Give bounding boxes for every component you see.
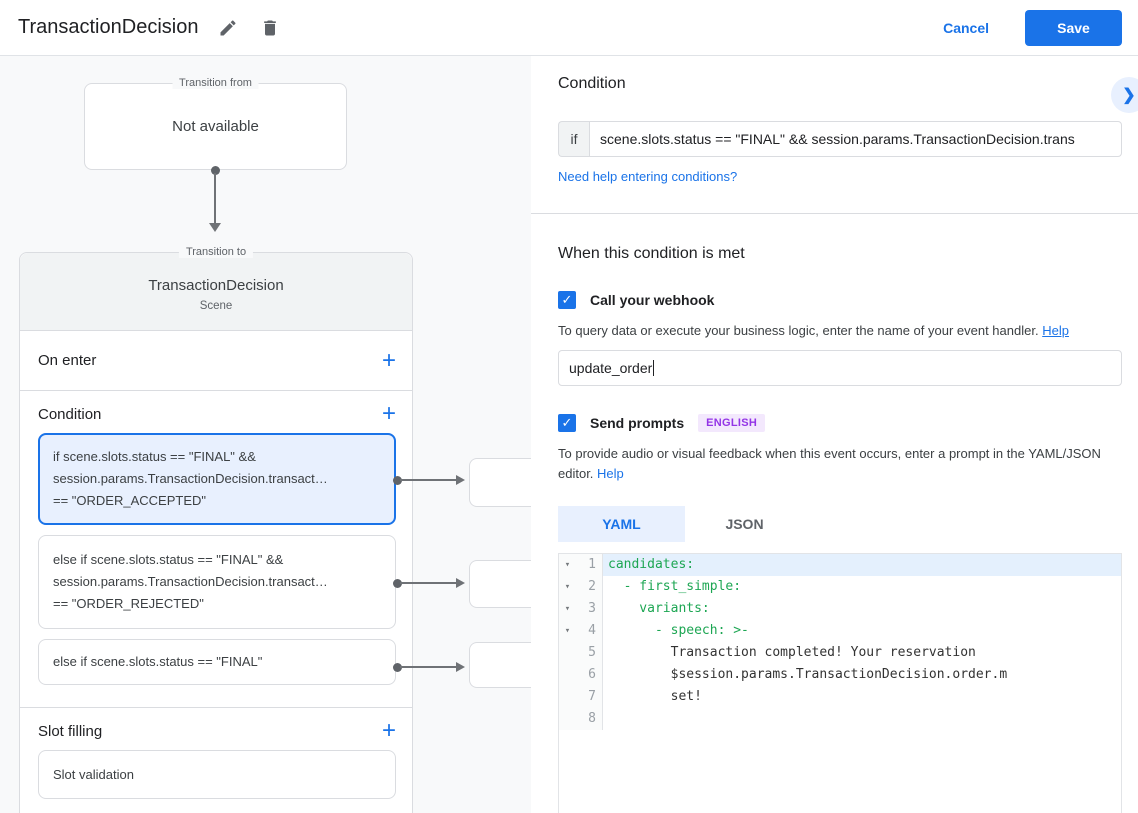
- save-button[interactable]: Save: [1025, 9, 1122, 46]
- transition-from-label: Transition from: [172, 77, 259, 89]
- condition-card-accepted[interactable]: if scene.slots.status == "FINAL" && sess…: [38, 433, 396, 525]
- if-prefix-chip: if: [558, 121, 589, 157]
- collapse-panel-button[interactable]: ❯: [1111, 77, 1138, 113]
- add-slot-button[interactable]: +: [381, 717, 396, 744]
- webhook-label: Call your webhook: [590, 292, 715, 308]
- tab-json[interactable]: JSON: [725, 516, 764, 532]
- code-line: 6 $session.params.TransactionDecision.or…: [559, 664, 1121, 686]
- connector-dot: [393, 663, 402, 672]
- transition-from-content: Not available: [172, 118, 259, 135]
- arrow-right-icon: [456, 475, 465, 485]
- on-enter-section: On enter +: [20, 331, 412, 391]
- slot-card-label: Slot validation: [53, 767, 134, 782]
- chevron-right-icon: ❯: [1122, 87, 1136, 104]
- condition-edit-panel: Condition ❯ if scene.slots.status == "FI…: [531, 56, 1138, 813]
- condition-line: session.params.TransactionDecision.trans…: [53, 471, 328, 486]
- condition-section: Condition + if scene.slots.status == "FI…: [20, 391, 412, 708]
- add-on-enter-button[interactable]: +: [381, 346, 396, 374]
- condition-line: if scene.slots.status == "FINAL" &&: [53, 449, 256, 464]
- on-enter-title: On enter: [38, 352, 97, 369]
- language-badge: ENGLISH: [698, 414, 766, 432]
- condition-line: == "ORDER_REJECTED": [53, 596, 204, 611]
- code-line: 7 set!: [559, 686, 1121, 708]
- text-cursor: [653, 360, 655, 376]
- trash-icon: [264, 20, 277, 35]
- arrow-right-icon: [456, 662, 465, 672]
- transition-from-box: Transition from Not available: [84, 77, 347, 170]
- panel-condition-title: Condition: [558, 75, 626, 92]
- prompts-checkbox[interactable]: ✓: [558, 414, 576, 432]
- connector-line: [400, 479, 456, 481]
- section-divider: [531, 213, 1138, 214]
- prompts-label: Send prompts: [590, 415, 685, 431]
- add-condition-button[interactable]: +: [381, 400, 396, 427]
- condition-line: else if scene.slots.status == "FINAL" &&: [53, 552, 284, 567]
- condition-line: == "ORDER_ACCEPTED": [53, 493, 206, 508]
- connector-dot: [393, 476, 402, 485]
- prompts-checkbox-row: ✓ Send prompts ENGLISH: [558, 414, 1122, 432]
- connector-line: [400, 666, 456, 668]
- code-line: ▾ 3 variants:: [559, 598, 1121, 620]
- slot-filling-section: Slot filling + Slot validation: [20, 708, 412, 799]
- fold-arrow-icon[interactable]: ▾: [559, 620, 576, 642]
- transition-target-box[interactable]: [469, 458, 531, 507]
- when-met-title: When this condition is met: [558, 245, 745, 262]
- edit-title-button[interactable]: [216, 16, 240, 40]
- condition-title: Condition: [38, 405, 102, 423]
- scene-name: TransactionDecision: [148, 277, 284, 294]
- fold-arrow-icon[interactable]: ▾: [559, 598, 576, 620]
- page-title: TransactionDecision: [18, 16, 199, 38]
- webhook-checkbox[interactable]: ✓: [558, 291, 576, 309]
- top-bar: TransactionDecision Cancel Save: [0, 0, 1138, 56]
- transition-target-box[interactable]: [469, 560, 531, 608]
- slot-validation-card[interactable]: Slot validation: [38, 750, 396, 799]
- webhook-checkbox-row: ✓ Call your webhook: [558, 291, 1122, 309]
- prompts-help-link[interactable]: Help: [597, 466, 624, 481]
- pencil-icon: [220, 19, 236, 35]
- tab-yaml[interactable]: YAML: [558, 506, 685, 542]
- arrow-down-icon: [209, 223, 221, 232]
- connector-line: [400, 582, 456, 584]
- scene-header: TransactionDecision Scene: [20, 253, 412, 331]
- connector-dot: [211, 166, 220, 175]
- webhook-description: To query data or execute your business l…: [558, 323, 1069, 338]
- code-line: ▾ 1 candidates:: [559, 554, 1121, 576]
- condition-expression-input[interactable]: scene.slots.status == "FINAL" && session…: [589, 121, 1122, 157]
- fold-arrow-icon[interactable]: ▾: [559, 554, 576, 576]
- yaml-code-editor[interactable]: ▾ 1 candidates: ▾ 2 - first_simple: ▾ 3 …: [558, 553, 1122, 813]
- code-line: ▾ 2 - first_simple:: [559, 576, 1121, 598]
- webhook-help-link[interactable]: Help: [1042, 323, 1069, 338]
- connector-line: [214, 173, 216, 224]
- transition-target-box[interactable]: [469, 642, 531, 688]
- cancel-button[interactable]: Cancel: [943, 19, 989, 36]
- condition-help-link[interactable]: Need help entering conditions?: [558, 169, 738, 184]
- code-line: ▾ 4 - speech: >-: [559, 620, 1121, 642]
- fold-arrow-icon[interactable]: ▾: [559, 576, 576, 598]
- code-line: 5 Transaction completed! Your reservatio…: [559, 642, 1121, 664]
- event-handler-input[interactable]: update_order: [558, 350, 1122, 386]
- prompts-description: To provide audio or visual feedback when…: [558, 446, 1101, 481]
- code-line: 8: [559, 708, 1121, 730]
- editor-tabs: YAML JSON: [558, 506, 1122, 542]
- scene-diagram-canvas: Transition from Not available Transition…: [0, 56, 531, 813]
- scene-type: Scene: [199, 300, 233, 312]
- delete-scene-button[interactable]: [258, 16, 282, 40]
- transition-to-label: Transition to: [178, 246, 254, 258]
- condition-card-rejected[interactable]: else if scene.slots.status == "FINAL" &&…: [38, 535, 396, 629]
- condition-card-final[interactable]: else if scene.slots.status == "FINAL": [38, 639, 396, 685]
- check-icon: ✓: [561, 292, 573, 307]
- condition-line: session.params.TransactionDecision.trans…: [53, 574, 328, 589]
- condition-line: else if scene.slots.status == "FINAL": [53, 654, 263, 669]
- condition-expression-row: if scene.slots.status == "FINAL" && sess…: [558, 121, 1122, 157]
- slot-filling-title: Slot filling: [38, 722, 103, 740]
- check-icon: ✓: [561, 415, 573, 430]
- connector-dot: [393, 579, 402, 588]
- arrow-right-icon: [456, 578, 465, 588]
- transition-to-box: Transition to TransactionDecision Scene …: [19, 246, 413, 813]
